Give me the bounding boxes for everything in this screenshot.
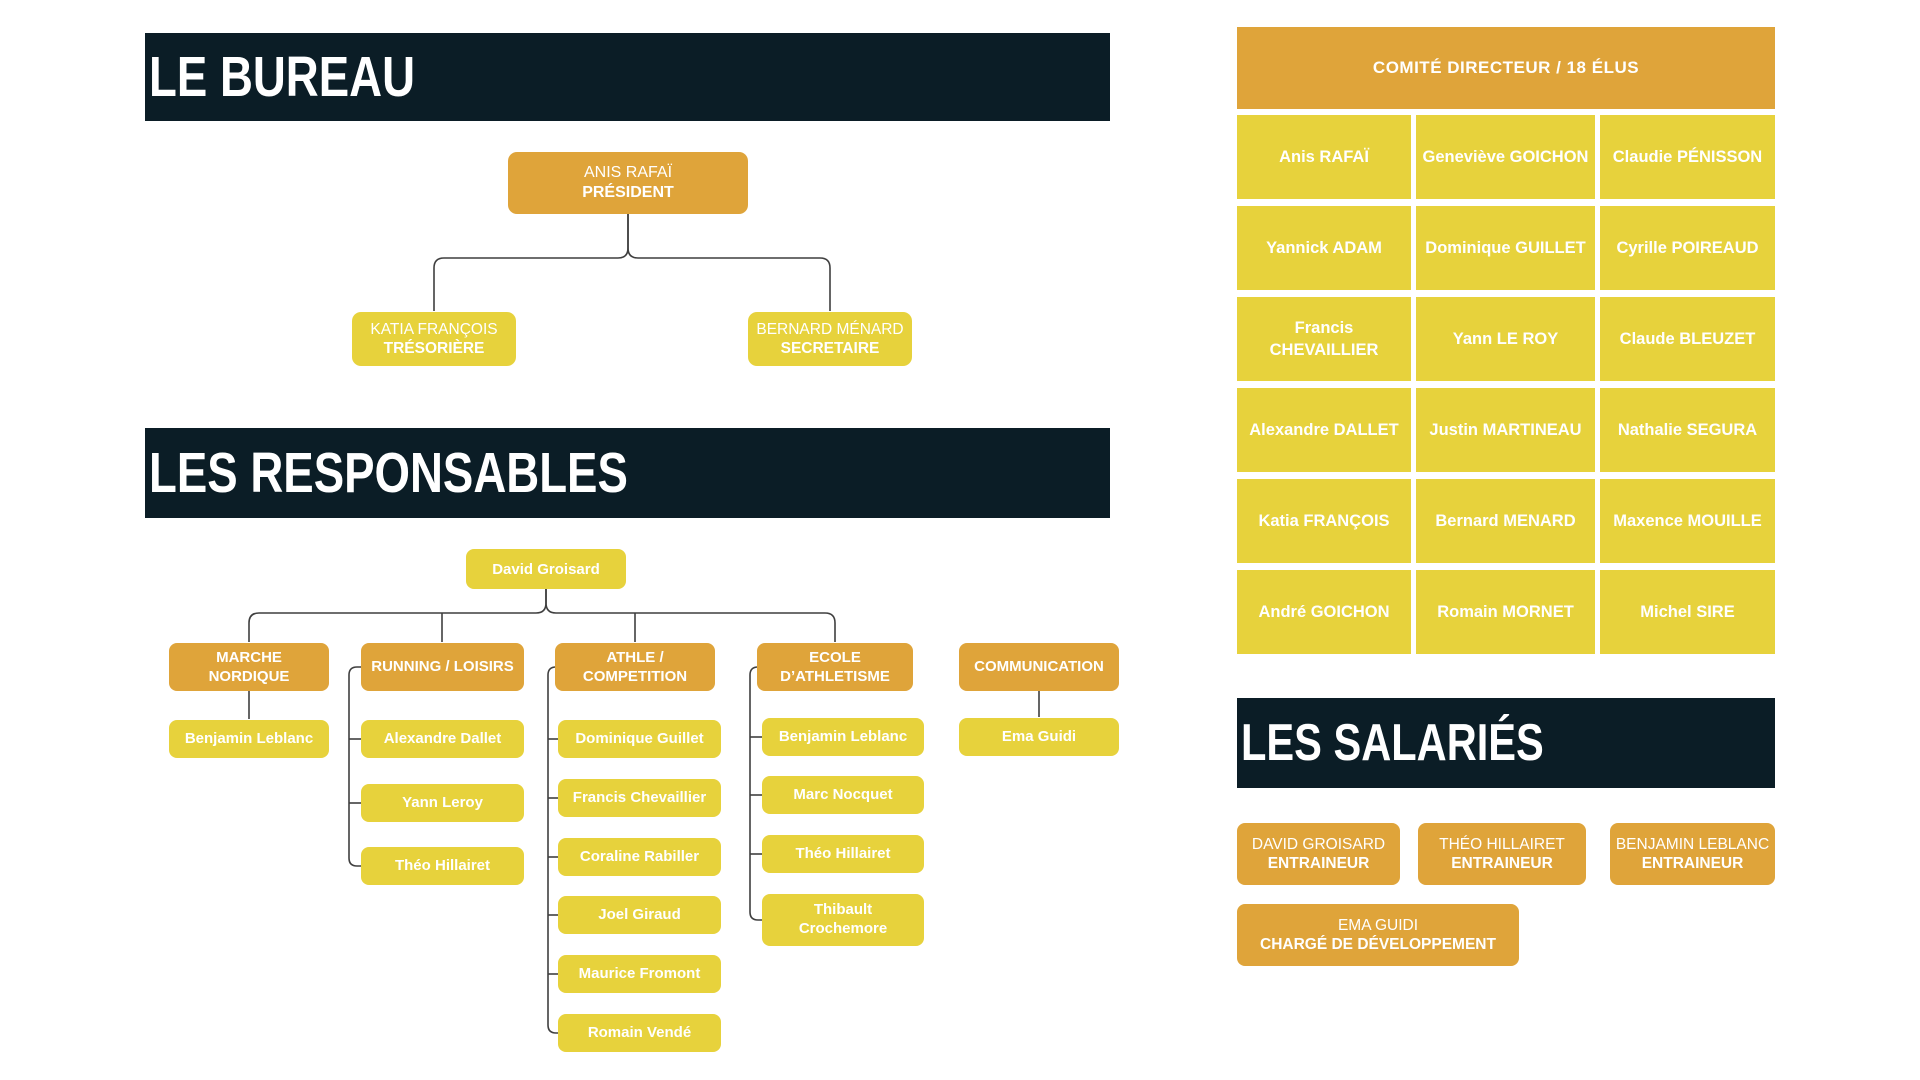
branch-header-marche-nordique: MARCHE NORDIQUE (169, 643, 329, 691)
member-card: Théo Hillairet (762, 835, 924, 873)
person-name: DAVID GROISARD (1251, 835, 1386, 853)
branch-header-ecole-athletisme: ECOLE D’ATHLETISME (757, 643, 913, 691)
comite-member-cell: André GOICHON (1237, 570, 1411, 654)
salarie-card: EMA GUIDI CHARGÉ DE DÉVELOPPEMENT (1237, 904, 1519, 966)
section-title-salaries: LES SALARIÉS (1241, 714, 1544, 772)
responsables-rail-right (545, 589, 836, 642)
tresoriere-card: KATIA FRANÇOIS TRÉSORIÈRE (352, 312, 516, 366)
person-role: SECRETAIRE (780, 340, 880, 357)
branch-header-athle-competition: ATHLE / COMPETITION (555, 643, 715, 691)
section-header-salaries: LES SALARIÉS (1237, 698, 1775, 788)
branch-header-running-loisirs: RUNNING / LOISIRS (361, 643, 524, 691)
comite-member-cell: Francis CHEVAILLIER (1237, 297, 1411, 381)
comite-member-cell: Dominique GUILLET (1416, 206, 1595, 290)
bureau-connector-left (433, 214, 629, 311)
bureau-connector-right (627, 214, 831, 311)
comite-member-cell: Romain MORNET (1416, 570, 1595, 654)
salarie-card: BENJAMIN LEBLANC ENTRAINEUR (1610, 823, 1775, 885)
comite-member-cell: Claudie PÉNISSON (1600, 115, 1775, 199)
member-card: Marc Nocquet (762, 776, 924, 814)
section-title-responsables: LES RESPONSABLES (149, 440, 628, 505)
comite-directeur-header: COMITÉ DIRECTEUR / 18 ÉLUS (1237, 27, 1775, 109)
comite-member-cell: Bernard MENARD (1416, 479, 1595, 563)
comite-member-cell: Nathalie SEGURA (1600, 388, 1775, 472)
person-role: TRÉSORIÈRE (383, 340, 485, 357)
member-card: Coraline Rabiller (558, 838, 721, 876)
secretaire-card: BERNARD MÉNARD SECRETAIRE (748, 312, 912, 366)
comite-member-cell: Alexandre DALLET (1237, 388, 1411, 472)
comite-member-cell: Anis RAFAÏ (1237, 115, 1411, 199)
responsables-rail-left (248, 589, 547, 642)
salarie-card: THÉO HILLAIRET ENTRAINEUR (1418, 823, 1586, 885)
person-role: PRÉSIDENT (582, 184, 674, 201)
member-card: Francis Chevaillier (558, 779, 721, 817)
comite-member-cell: Maxence MOUILLE (1600, 479, 1775, 563)
person-name: BERNARD MÉNARD (756, 320, 904, 338)
athle-rail (547, 666, 560, 1034)
responsables-root-card: David Groisard (466, 549, 626, 589)
member-card: Benjamin Leblanc (762, 718, 924, 756)
salarie-card: DAVID GROISARD ENTRAINEUR (1237, 823, 1400, 885)
member-card: Yann Leroy (361, 784, 524, 822)
section-header-responsables: LES RESPONSABLES (145, 428, 1110, 518)
person-name: KATIA FRANÇOIS (370, 320, 498, 338)
comite-member-cell: Yann LE ROY (1416, 297, 1595, 381)
person-name: EMA GUIDI (1337, 916, 1419, 934)
person-role: ENTRAINEUR (1641, 855, 1744, 872)
member-card: Benjamin Leblanc (169, 720, 329, 758)
comite-member-cell: Katia FRANÇOIS (1237, 479, 1411, 563)
person-role: ENTRAINEUR (1267, 855, 1370, 872)
member-card: Joel Giraud (558, 896, 721, 934)
person-role: CHARGÉ DE DÉVELOPPEMENT (1260, 936, 1496, 953)
person-role: ENTRAINEUR (1451, 855, 1553, 872)
comite-member-cell: Yannick ADAM (1237, 206, 1411, 290)
member-card: Romain Vendé (558, 1014, 721, 1052)
section-header-bureau: LE BUREAU (145, 33, 1110, 121)
comite-member-cell: Claude BLEUZET (1600, 297, 1775, 381)
member-card: Maurice Fromont (558, 955, 721, 993)
section-title-bureau: LE BUREAU (149, 44, 416, 109)
member-card: Dominique Guillet (558, 720, 721, 758)
comite-member-cell: Michel SIRE (1600, 570, 1775, 654)
member-card: Thibault Crochemore (762, 894, 924, 946)
president-card: ANIS RAFAÏ PRÉSIDENT (508, 152, 748, 214)
comite-member-cell: Cyrille POIREAUD (1600, 206, 1775, 290)
ecole-rail (749, 666, 764, 921)
member-card: Théo Hillairet (361, 847, 524, 885)
person-name: THÉO HILLAIRET (1439, 835, 1565, 853)
member-card: Alexandre Dallet (361, 720, 524, 758)
comite-member-cell: Justin MARTINEAU (1416, 388, 1595, 472)
comite-member-cell: Geneviève GOICHON (1416, 115, 1595, 199)
running-rail (348, 666, 363, 867)
branch-header-communication: COMMUNICATION (959, 643, 1119, 691)
comite-directeur-grid: Anis RAFAÏ Geneviève GOICHON Claudie PÉN… (1237, 115, 1775, 654)
person-name: BENJAMIN LEBLANC (1615, 835, 1770, 853)
member-card: Ema Guidi (959, 718, 1119, 756)
person-name: ANIS RAFAÏ (583, 164, 673, 181)
